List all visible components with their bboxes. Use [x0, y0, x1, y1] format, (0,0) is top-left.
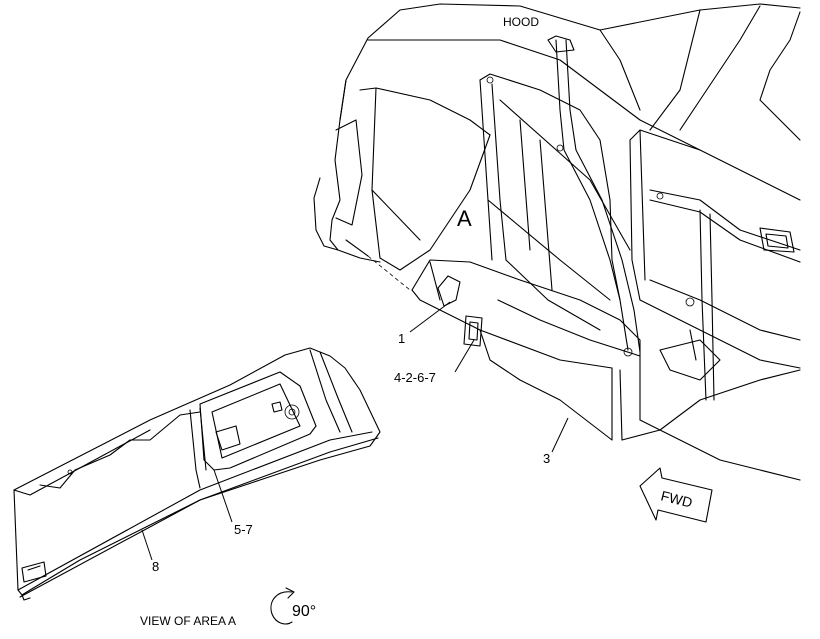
callout-5-7: 5-7 — [234, 522, 253, 537]
hood-label: HOOD — [503, 15, 539, 29]
detail-panel-view — [13, 347, 381, 601]
callout-8: 8 — [152, 559, 159, 574]
leader-line-1 — [409, 301, 451, 333]
leader-line-8 — [141, 529, 153, 561]
view-of-area-label: VIEW OF AREA A — [140, 614, 236, 628]
leader-line-4-2-6-7 — [454, 339, 475, 373]
callout-4-2-6-7: 4-2-6-7 — [394, 370, 436, 385]
area-a-label: A — [457, 206, 472, 231]
callout-3: 3 — [543, 451, 550, 466]
rotation-label: 90° — [292, 603, 316, 620]
leader-line-3 — [551, 417, 569, 453]
forward-arrow-icon — [639, 467, 713, 523]
rotate-icon — [270, 587, 295, 625]
callout-1: 1 — [398, 331, 405, 346]
fwd-label: FWD — [659, 487, 694, 510]
machine-body — [313, 3, 801, 481]
leader-line-5-7 — [213, 469, 233, 523]
